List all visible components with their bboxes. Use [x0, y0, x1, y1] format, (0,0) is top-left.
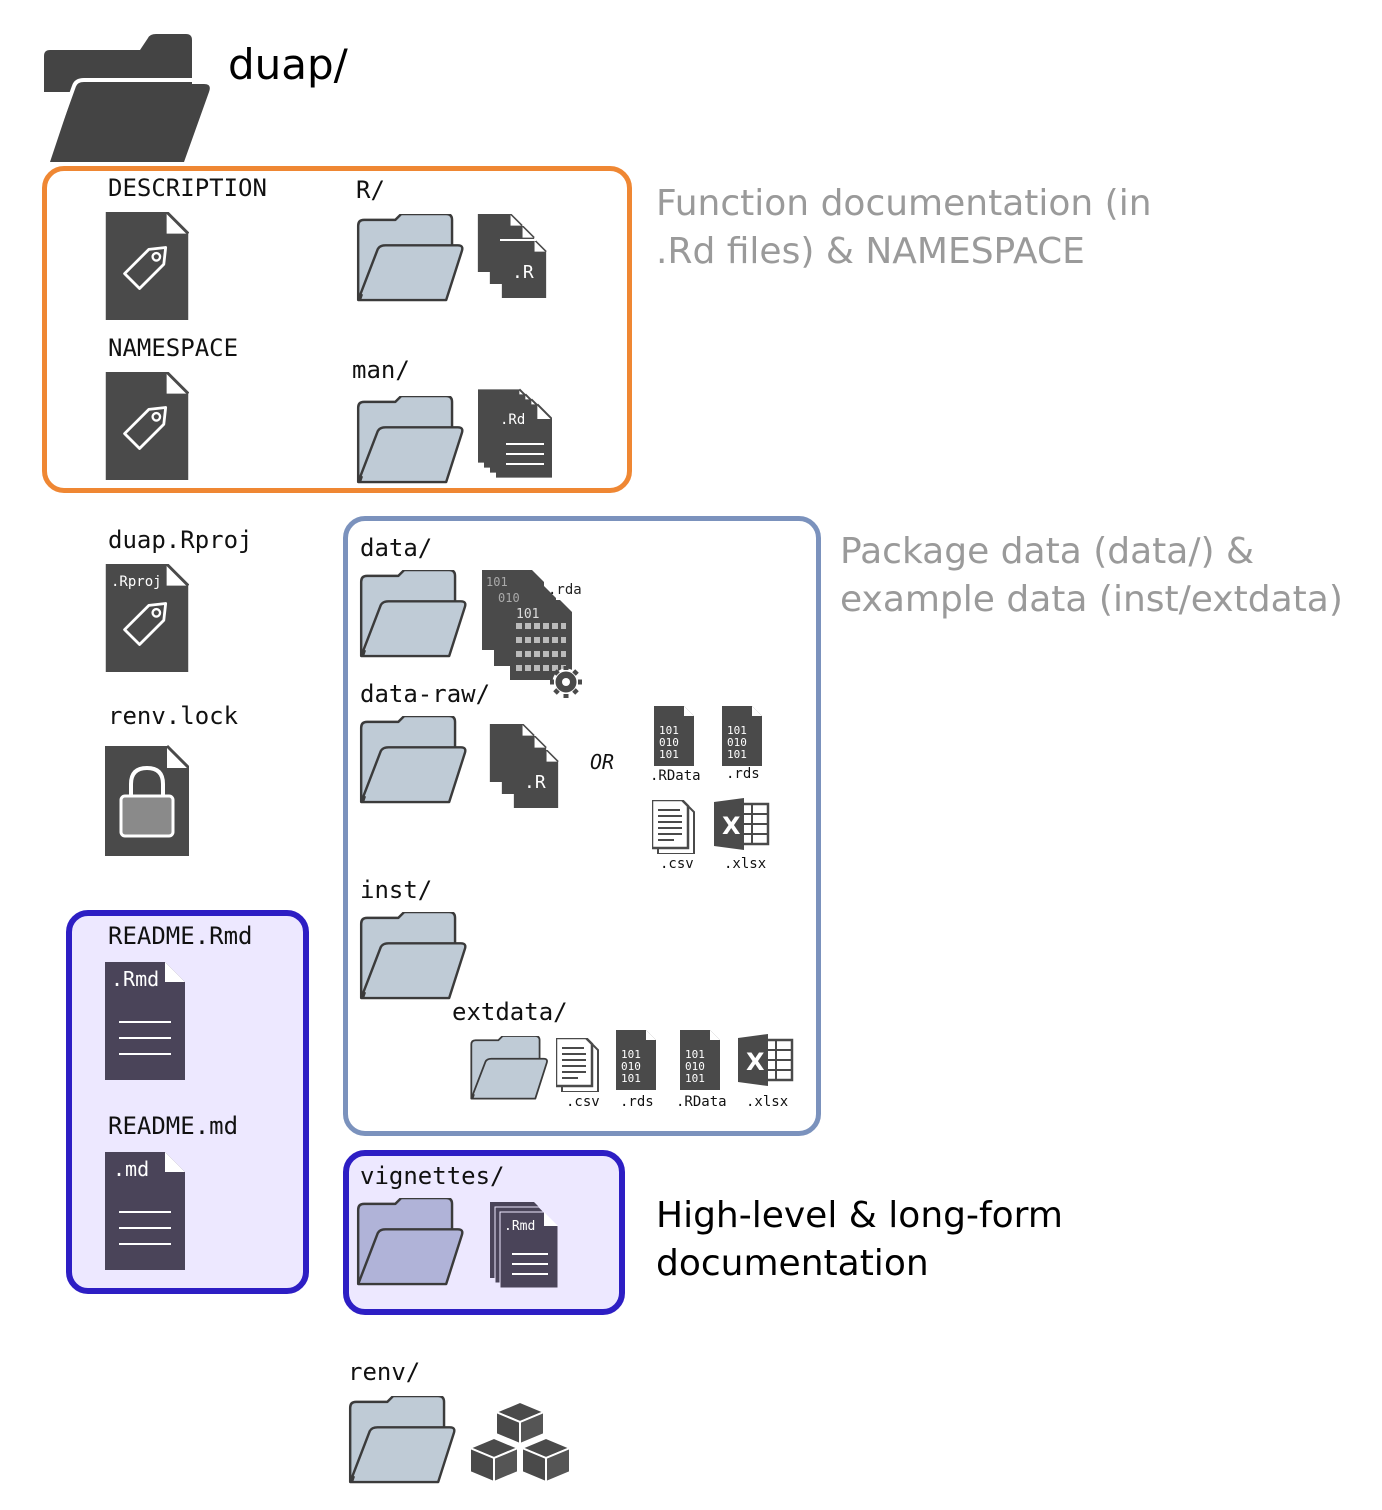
renv-folder-label: renv/ — [348, 1358, 421, 1386]
extdata-csv-icon — [556, 1038, 600, 1092]
svg-text:010: 010 — [621, 1060, 641, 1073]
data-raw-scripts-icon: .R — [488, 724, 560, 808]
svg-text:101: 101 — [659, 748, 679, 761]
svg-text:.Rmd: .Rmd — [111, 967, 159, 991]
svg-text:.Rproj: .Rproj — [111, 574, 162, 590]
extdata-folder-label: extdata/ — [452, 998, 568, 1026]
svg-text:.Rd: .Rd — [500, 412, 525, 428]
r-folder-icon — [356, 214, 464, 302]
svg-text:101: 101 — [516, 607, 539, 622]
function-docs-annotation: Function documentation (in .Rd files) & … — [656, 183, 1152, 272]
svg-text:101: 101 — [486, 575, 508, 589]
svg-text:101: 101 — [621, 1072, 641, 1085]
extdata-rds-icon: 101 010 101 — [616, 1030, 656, 1090]
svg-text:.R: .R — [512, 262, 534, 283]
inst-folder-label: inst/ — [360, 876, 433, 904]
r-folder-label: R/ — [356, 176, 385, 204]
inst-folder-icon — [359, 912, 467, 1000]
data-folder-icon — [359, 570, 467, 658]
vignette-rmd-files-icon: .Rmd — [490, 1202, 559, 1289]
extdata-folder-icon — [470, 1036, 548, 1100]
namespace-label: NAMESPACE — [108, 334, 239, 362]
rds-file-icon: 101 010 101 — [722, 706, 762, 766]
svg-text:101: 101 — [685, 1048, 705, 1061]
vignettes-folder-label: vignettes/ — [360, 1162, 505, 1190]
rdata-label: .RData — [650, 768, 701, 784]
extdata-rdata-icon: 101 010 101 — [680, 1030, 720, 1090]
svg-text:101: 101 — [621, 1048, 641, 1061]
lock-file-icon — [105, 744, 189, 858]
svg-text:010: 010 — [498, 591, 520, 605]
readme-group — [66, 910, 309, 1294]
extdata-rds-label: .rds — [620, 1094, 654, 1110]
root-folder-icon — [44, 34, 210, 162]
svg-text:.R: .R — [524, 772, 546, 793]
csv-file-icon — [652, 800, 696, 854]
svg-text:010: 010 — [727, 736, 747, 749]
svg-text:101: 101 — [727, 748, 747, 761]
svg-text:.rda: .rda — [548, 582, 582, 598]
package-data-group — [343, 516, 821, 1136]
rds-label: .rds — [726, 766, 760, 782]
xlsx-label: .xlsx — [724, 856, 767, 872]
renv-lock-label: renv.lock — [108, 702, 239, 730]
rproj-label: duap.Rproj — [108, 526, 253, 554]
namespace-file-icon — [105, 372, 189, 480]
description-label: DESCRIPTION — [108, 174, 267, 202]
extdata-csv-label: .csv — [566, 1094, 600, 1110]
data-raw-folder-icon — [359, 716, 467, 804]
readme-rmd-file-icon: .Rmd — [105, 962, 185, 1080]
root-folder-label: duap/ — [228, 40, 348, 89]
extdata-xlsx-icon — [738, 1034, 794, 1086]
svg-text:010: 010 — [685, 1060, 705, 1073]
high-level-annotation: High-level & long-form documentation — [656, 1195, 1063, 1284]
readme-md-file-icon: .md — [105, 1152, 185, 1270]
xlsx-file-icon — [714, 798, 770, 850]
rd-files-icon: .Rd — [478, 388, 552, 479]
svg-text:010: 010 — [659, 736, 679, 749]
renv-folder-icon — [348, 1396, 456, 1484]
description-file-icon — [105, 212, 189, 320]
r-scripts-icon: .R — [476, 214, 548, 298]
or-label: OR — [590, 750, 615, 774]
function-docs-group — [42, 166, 632, 493]
svg-text:101: 101 — [659, 724, 679, 737]
package-data-annotation: Package data (data/) & example data (ins… — [840, 531, 1343, 620]
svg-text:.Rmd: .Rmd — [504, 1219, 535, 1234]
man-folder-icon — [356, 396, 464, 484]
rda-files-icon: 101 010 101 .rda — [482, 570, 582, 698]
vignettes-folder-icon — [356, 1198, 464, 1286]
data-raw-folder-label: data-raw/ — [360, 680, 491, 708]
svg-text:.md: .md — [113, 1157, 149, 1181]
extdata-rdata-label: .RData — [676, 1094, 727, 1110]
packages-cubes-icon — [467, 1400, 573, 1484]
man-folder-label: man/ — [352, 356, 410, 384]
svg-text:101: 101 — [685, 1072, 705, 1085]
rdata-file-icon: 101 010 101 — [654, 706, 694, 766]
data-folder-label: data/ — [360, 534, 433, 562]
csv-label: .csv — [660, 856, 694, 872]
extdata-xlsx-label: .xlsx — [746, 1094, 789, 1110]
rproj-file-icon: .Rproj — [105, 564, 189, 672]
svg-text:101: 101 — [727, 724, 747, 737]
readme-rmd-label: README.Rmd — [108, 922, 253, 950]
readme-md-label: README.md — [108, 1112, 239, 1140]
